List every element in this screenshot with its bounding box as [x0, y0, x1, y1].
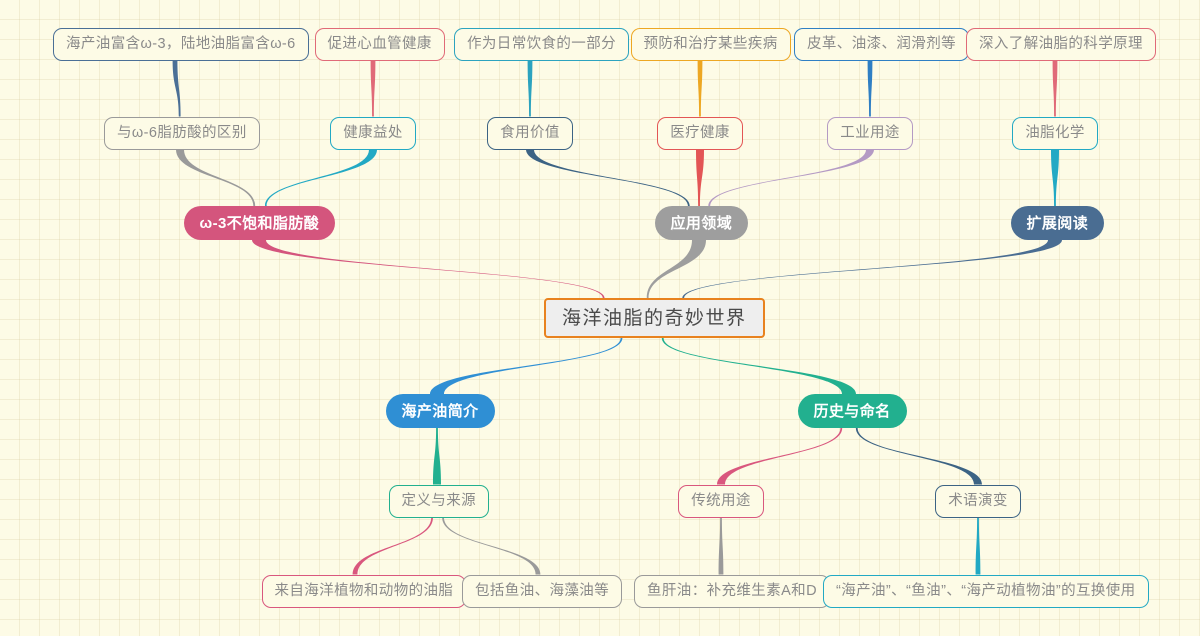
mindmap-node-leather_paint[interactable]: 皮革、油漆、润滑剂等 [794, 27, 969, 61]
mindmap-node-label: 食用价值 [500, 124, 560, 141]
mindmap-edge [370, 60, 376, 117]
mindmap-node-label: 工业用途 [840, 124, 900, 141]
mindmap-node-label: 鱼肝油：补充维生素A和D [647, 582, 817, 599]
mindmap-node-history_naming[interactable]: 历史与命名 [797, 394, 907, 428]
mindmap-edge [661, 338, 856, 394]
mindmap-edge [867, 60, 873, 117]
mindmap-node-label: 传统用途 [691, 492, 751, 509]
mindmap-node-label: 来自海洋植物和动物的油脂 [274, 582, 454, 599]
mindmap-node-label: 包括鱼油、海藻油等 [475, 582, 610, 599]
mindmap-node-industrial_use[interactable]: 工业用途 [827, 116, 913, 150]
mindmap-node-daily_diet[interactable]: 作为日常饮食的一部分 [454, 27, 629, 61]
mindmap-node-marine_oil_intro[interactable]: 海产油简介 [385, 394, 495, 428]
mindmap-edge [718, 517, 724, 575]
mindmap-edge [264, 149, 377, 206]
mindmap-edge [697, 60, 703, 117]
mindmap-node-label: 作为日常饮食的一部分 [467, 35, 616, 52]
mindmap-edge [433, 428, 441, 485]
mindmap-edge [1052, 60, 1058, 117]
mindmap-edge [172, 60, 181, 117]
mindmap-node-health_benefit[interactable]: 健康益处 [330, 116, 416, 150]
mindmap-node-from_plants_animals[interactable]: 来自海洋植物和动物的油脂 [261, 574, 467, 608]
mindmap-node-label: 海洋油脂的奇妙世界 [562, 307, 747, 329]
mindmap-node-label: 预防和治疗某些疾病 [643, 35, 778, 52]
mindmap-node-label: 深入了解油脂的科学原理 [979, 35, 1143, 52]
mindmap-node-cardiovascular[interactable]: 促进心血管健康 [314, 27, 445, 61]
mindmap-node-omega_content[interactable]: 海产油富含ω-3，陆地油脂富含ω-6 [53, 27, 309, 61]
mindmap-node-label: 术语演变 [948, 492, 1008, 509]
mindmap-node-label: 与ω-6脂肪酸的区别 [117, 124, 247, 141]
mindmap-edge [252, 240, 605, 298]
mindmap-node-extended_reading[interactable]: 扩展阅读 [1010, 206, 1105, 240]
mindmap-node-label: 历史与命名 [813, 402, 891, 420]
mindmap-node-definition_source[interactable]: 定义与来源 [388, 484, 489, 518]
mindmap-edge [646, 240, 706, 298]
mindmap-node-omega3[interactable]: ω-3不饱和脂肪酸 [183, 206, 336, 240]
mindmap-node-label: “海产油”、“鱼油”、“海产动植物油”的互换使用 [836, 582, 1136, 599]
mindmap-edge [1051, 149, 1059, 206]
mindmap-edge [526, 149, 690, 206]
mindmap-edge [696, 149, 704, 206]
mindmap-node-label: 皮革、油漆、润滑剂等 [807, 35, 956, 52]
mindmap-node-diff_omega6[interactable]: 与ω-6脂肪酸的区别 [104, 116, 260, 150]
mindmap-node-oil_chemistry[interactable]: 油脂化学 [1012, 116, 1098, 150]
mindmap-edge [352, 517, 433, 575]
mindmap-node-root[interactable]: 海洋油脂的奇妙世界 [544, 298, 765, 338]
mindmap-edge [430, 338, 623, 394]
mindmap-edge [708, 149, 874, 206]
mindmap-node-edible_value[interactable]: 食用价值 [487, 116, 573, 150]
mindmap-edge [527, 60, 533, 117]
mindmap-node-cod_liver_oil[interactable]: 鱼肝油：补充维生素A和D [634, 574, 830, 608]
mindmap-edge [975, 517, 981, 575]
mindmap-node-label: 扩展阅读 [1026, 214, 1089, 232]
mindmap-edge [442, 517, 541, 575]
mindmap-edge [717, 428, 843, 485]
mindmap-node-prevent_treat[interactable]: 预防和治疗某些疾病 [630, 27, 791, 61]
mindmap-node-traditional_use[interactable]: 传统用途 [678, 484, 764, 518]
mindmap-node-label: 健康益处 [343, 124, 403, 141]
mindmap-node-term_evolution[interactable]: 术语演变 [935, 484, 1021, 518]
mindmap-node-label: 医疗健康 [670, 124, 730, 141]
mindmap-node-label: 油脂化学 [1025, 124, 1085, 141]
mindmap-edge [855, 428, 982, 485]
mindmap-node-science_principle[interactable]: 深入了解油脂的科学原理 [966, 27, 1156, 61]
mindmap-node-label: 应用领域 [670, 214, 733, 232]
mindmap-node-label: 海产油富含ω-3，陆地油脂富含ω-6 [66, 35, 296, 52]
mindmap-node-medical_health[interactable]: 医疗健康 [657, 116, 743, 150]
mindmap-edge [682, 240, 1062, 298]
mindmap-node-include_fish_algae[interactable]: 包括鱼油、海藻油等 [462, 574, 623, 608]
mindmap-node-label: 促进心血管健康 [327, 35, 432, 52]
mindmap-node-label: 定义与来源 [401, 492, 476, 509]
mindmap-node-application[interactable]: 应用领域 [654, 206, 749, 240]
mindmap-edge [176, 149, 256, 206]
mindmap-node-label: 海产油简介 [401, 402, 479, 420]
mindmap-node-label: ω-3不饱和脂肪酸 [199, 214, 320, 232]
mindmap-node-interchangeable_terms[interactable]: “海产油”、“鱼油”、“海产动植物油”的互换使用 [823, 574, 1149, 608]
